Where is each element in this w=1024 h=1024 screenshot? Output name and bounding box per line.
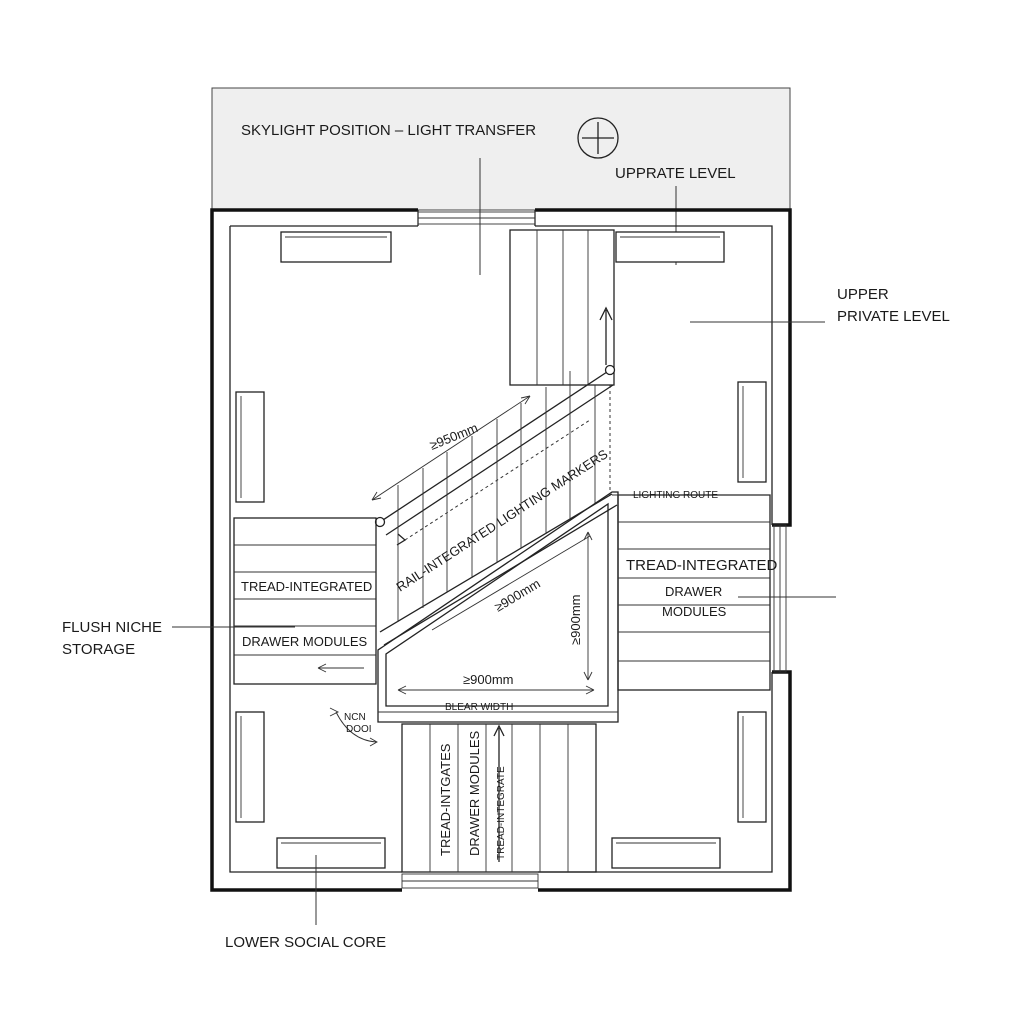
clear-width-label: BLEAR WIDTH [445, 702, 513, 713]
left-drawer-label: DRAWER MODULES [242, 634, 368, 649]
private-level-label: PRIVATE LEVEL [837, 308, 950, 325]
non-door-label-2: DOOI [346, 724, 372, 735]
flush-niche-label: FLUSH NICHE [62, 619, 162, 636]
bottom-route-label: TREAD-INTEGRATE [496, 766, 507, 860]
upper-label: UPPER [837, 286, 889, 303]
upprate-level-label: UPPRATE LEVEL [615, 165, 736, 182]
right-tread-label: TREAD-INTEGRATED [626, 557, 778, 574]
dim-900-horizontal: ≥900mm [463, 672, 513, 687]
lighting-route-label: LIGHTING ROUTE [633, 490, 718, 501]
dimension-950 [371, 395, 531, 501]
landing [377, 491, 619, 723]
left-tread-label: TREAD-INTEGRATED [241, 579, 372, 594]
north-icon [577, 117, 619, 159]
left-drawer-block [233, 517, 377, 685]
right-window [773, 524, 787, 673]
bottom-window [401, 873, 539, 889]
bottom-stair-run [401, 723, 597, 873]
top-window [417, 211, 536, 225]
bottom-drawer-label: DRAWER MODULES [467, 730, 482, 856]
non-door-label-1: NCN [344, 712, 366, 723]
diagonal-stair-flight [374, 364, 618, 646]
right-drawer-label-2: MODULES [662, 604, 727, 619]
flush-niches [235, 231, 767, 869]
rail-markers-label: RAIL-INTEGRATED LIGHTING MARKERS [393, 446, 610, 594]
right-drawer-label-1: DRAWER [665, 584, 722, 599]
lower-social-label: LOWER SOCIAL CORE [225, 934, 386, 951]
skylight-band [211, 87, 791, 211]
upper-stair-run [509, 229, 615, 386]
door-swing [329, 707, 378, 747]
bottom-tread-label: TREAD-INTGATES [438, 743, 453, 856]
dim-900-diagonal: ≥900mm [492, 576, 543, 615]
right-drawer-block [617, 494, 771, 691]
dim-900-vertical: ≥900mm [568, 595, 583, 645]
skylight-label: SKYLIGHT POSITION – LIGHT TRANSFER [241, 122, 536, 139]
storage-label: STORAGE [62, 641, 135, 658]
